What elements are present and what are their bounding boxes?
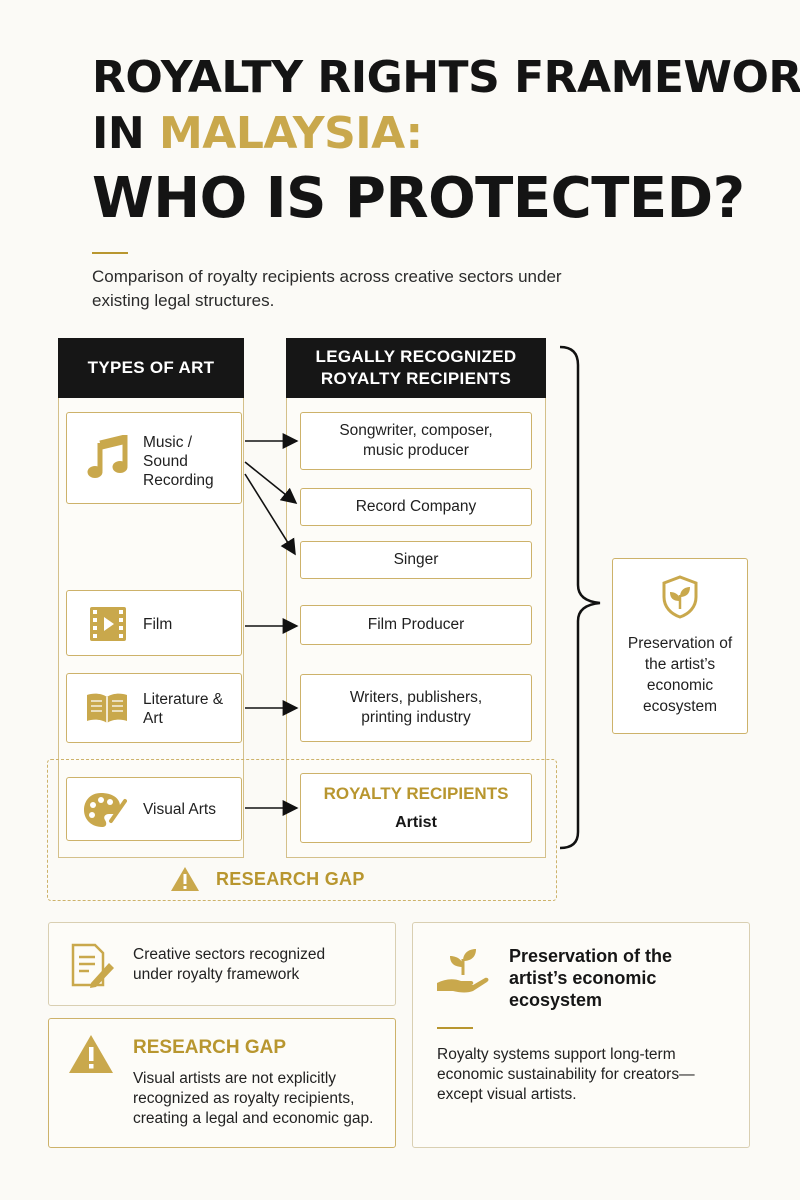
legend-ecosystem-card: Preservation of the artist’s economic ec… [412, 922, 750, 1148]
types-of-art-header: TYPES OF ART [58, 338, 244, 398]
music-note-icon [87, 435, 128, 478]
recipient-singer-label: Singer [393, 551, 439, 568]
preservation-text: Preservation of the artist’s economic ec… [628, 633, 732, 717]
recipient-singer: Singer [300, 541, 532, 579]
label-line: Songwriter, composer, [339, 422, 493, 439]
title-prefix: IN [92, 108, 160, 159]
art-type-literature-label: Literature & Art [143, 690, 223, 728]
recipient-record-company: Record Company [300, 488, 532, 526]
film-icon [90, 607, 126, 641]
legend-ecosystem-text: Royalty systems support long-term econom… [437, 1045, 695, 1105]
hand-plant-icon [437, 949, 489, 993]
label-line: Literature & [143, 691, 224, 708]
art-type-literature: Literature & Art [66, 673, 242, 743]
art-type-film-label: Film [143, 616, 173, 633]
label-line: economic sustainability for creators— [437, 1066, 695, 1083]
document-pen-icon [71, 943, 114, 988]
title-divider [92, 252, 128, 254]
right-brace [559, 345, 601, 850]
ecosystem-divider [437, 1027, 473, 1029]
recipient-film-producer: Film Producer [300, 605, 532, 645]
label-line: Preservation of [627, 635, 733, 652]
label-line: Creative sectors recognized [133, 946, 326, 963]
label-line: Art [143, 710, 163, 727]
label-line: Writers, publishers, [349, 689, 483, 706]
label-line: Royalty systems support long-term [437, 1046, 676, 1063]
legend-sectors-card: Creative sectors recognized under royalt… [48, 922, 396, 1006]
recipient-songwriter: Songwriter, composer, music producer [300, 412, 532, 470]
page-title-line-3: WHO IS PROTECTED? [92, 166, 745, 231]
arrow-music-singer [244, 473, 296, 556]
legend-ecosystem-heading: Preservation of the artist’s economic ec… [509, 945, 672, 1011]
legend-gap-text: Visual artists are not explicitly recogn… [133, 1069, 373, 1129]
label-line: creating a legal and economic gap. [133, 1110, 374, 1127]
page-subtitle: Comparison of royalty recipients across … [92, 267, 562, 310]
label-line: under royalty framework [133, 966, 300, 983]
research-gap-text: RESEARCH GAP [216, 868, 365, 889]
art-type-visual-arts: Visual Arts [66, 777, 242, 841]
book-icon [87, 693, 127, 723]
label-line: the artist’s [644, 656, 716, 673]
recipients-header-line-1: LEGALLY RECOGNIZED [315, 347, 517, 366]
warning-icon [171, 867, 199, 891]
arrow-music-record [244, 461, 298, 505]
label-line: Recording [143, 472, 214, 489]
label-line: except visual artists. [437, 1086, 577, 1103]
page-title-line-1: ROYALTY RIGHTS FRAMEWORK [92, 52, 800, 103]
art-type-music-label: Music / Sound Recording [143, 433, 214, 490]
art-type-music: Music / Sound Recording [66, 412, 242, 504]
label-line: Visual artists are not explicitly [133, 1070, 337, 1087]
recipient-songwriter-label: Songwriter, composer, music producer [339, 421, 492, 461]
label-line: Preservation of the [509, 946, 673, 966]
label-line: music producer [363, 442, 469, 459]
label-line: ecosystem [642, 698, 718, 715]
label-line: Sound [143, 453, 188, 470]
shield-leaf-icon [662, 575, 698, 619]
label-line: printing industry [361, 709, 471, 726]
recipient-record-company-label: Record Company [355, 498, 477, 515]
label-line: ecosystem [509, 990, 603, 1010]
recipients-header: LEGALLY RECOGNIZED ROYALTY RECIPIENTS [286, 338, 546, 398]
legend-gap-heading: RESEARCH GAP [133, 1037, 287, 1058]
label-line: Music / [143, 434, 193, 451]
art-type-visual-arts-label: Visual Arts [143, 801, 216, 818]
art-type-film: Film [66, 590, 242, 656]
label-line: recognized as royalty recipients, [133, 1090, 355, 1107]
gap-box-heading: ROYALTY RECIPIENTS [323, 784, 509, 803]
label-line: economic [646, 677, 714, 694]
legend-sectors-text: Creative sectors recognized under royalt… [133, 945, 325, 985]
warning-icon [69, 1035, 113, 1073]
research-gap-frame [47, 759, 557, 901]
label-line: artist’s economic [509, 968, 657, 988]
types-of-art-header-label: TYPES OF ART [87, 358, 215, 377]
research-gap-label: RESEARCH GAP [170, 866, 365, 892]
gap-box-value: Artist [395, 814, 437, 831]
preservation-box: Preservation of the artist’s economic ec… [612, 558, 748, 734]
recipient-artist-gap: ROYALTY RECIPIENTS Artist [300, 773, 532, 843]
legend-gap-card: RESEARCH GAP Visual artists are not expl… [48, 1018, 396, 1148]
recipient-film-producer-label: Film Producer [367, 616, 465, 633]
recipients-header-line-2: ROYALTY RECIPIENTS [320, 369, 512, 388]
recipient-writers: Writers, publishers, printing industry [300, 674, 532, 742]
title-highlight: MALAYSIA: [159, 108, 423, 159]
palette-icon [84, 793, 127, 827]
recipient-writers-label: Writers, publishers, printing industry [350, 688, 482, 728]
page-title-line-2: IN MALAYSIA: [92, 108, 423, 159]
